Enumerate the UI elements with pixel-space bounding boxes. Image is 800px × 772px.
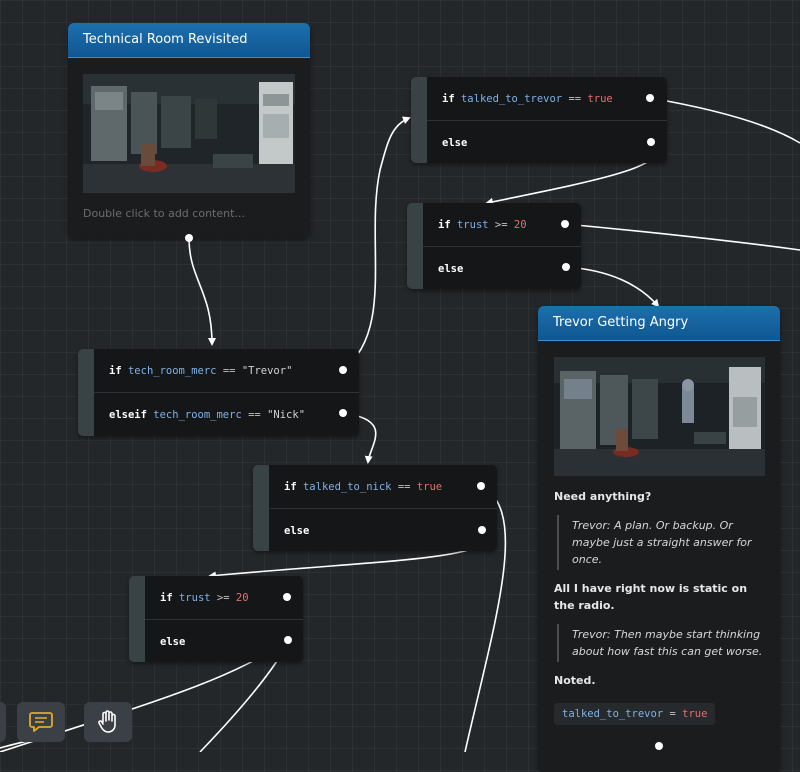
- operator: ==: [248, 408, 261, 421]
- condition-trust-top[interactable]: if trust >= 20 else: [407, 203, 581, 289]
- keyword-if: if: [160, 591, 173, 604]
- condition-trust-bottom[interactable]: if trust >= 20 else: [129, 576, 303, 662]
- variable-name: tech_room_merc: [153, 408, 242, 421]
- if-output-connector[interactable]: [561, 220, 569, 228]
- else-branch[interactable]: else: [423, 246, 581, 289]
- value: true: [682, 708, 708, 720]
- operator: >=: [494, 218, 508, 231]
- player-line: Noted.: [554, 674, 596, 687]
- if-output-connector[interactable]: [283, 593, 291, 601]
- variable-assignment: talked_to_trevor = true: [554, 703, 716, 725]
- player-line: Need anything?: [554, 490, 652, 503]
- comment-icon: [29, 712, 53, 732]
- node-technical-room-revisited[interactable]: Technical Room Revisited Double click to…: [68, 23, 310, 238]
- keyword-else: else: [438, 262, 464, 275]
- output-connector[interactable]: [185, 234, 193, 242]
- wire-trust-true-out: [564, 223, 800, 251]
- if-output-connector[interactable]: [339, 366, 347, 374]
- wire-trevorcheck-true-out: [649, 97, 800, 144]
- if-branch[interactable]: if talked_to_nick == true: [269, 465, 497, 508]
- variable-name: trust: [456, 218, 489, 231]
- operator: =: [669, 708, 676, 720]
- player-line: All I have right now is static on the ra…: [554, 582, 748, 612]
- else-branch[interactable]: else: [269, 508, 497, 551]
- operator: ==: [568, 92, 582, 105]
- condition-tech-room-merc[interactable]: if tech_room_merc == "Trevor" elseif tec…: [78, 349, 359, 436]
- node-title: Technical Room Revisited: [68, 23, 310, 58]
- operator: ==: [397, 480, 411, 493]
- else-output-connector[interactable]: [284, 636, 292, 644]
- operator: ==: [222, 364, 236, 377]
- scene-image: [554, 357, 765, 476]
- else-output-connector[interactable]: [647, 138, 655, 146]
- hand-icon: [98, 710, 116, 733]
- variable-name: talked_to_trevor: [460, 92, 563, 105]
- node-title: Trevor Getting Angry: [538, 306, 780, 341]
- operator: >=: [216, 591, 230, 604]
- variable-name: tech_room_merc: [127, 364, 217, 377]
- keyword-else: else: [160, 635, 186, 648]
- if-branch[interactable]: if trust >= 20: [423, 203, 581, 246]
- output-connector[interactable]: [655, 742, 663, 750]
- keyword-elseif: elseif: [109, 408, 147, 421]
- else-output-connector[interactable]: [478, 526, 486, 534]
- else-branch[interactable]: else: [145, 619, 303, 662]
- if-output-connector[interactable]: [477, 482, 485, 490]
- value: 20: [513, 218, 527, 231]
- variable-name: talked_to_trevor: [562, 708, 664, 720]
- if-output-connector[interactable]: [646, 94, 654, 102]
- elseif-branch[interactable]: elseif tech_room_merc == "Nick": [94, 392, 359, 436]
- node-trevor-getting-angry[interactable]: Trevor Getting Angry Need anything? Trev…: [538, 306, 780, 772]
- if-branch[interactable]: if talked_to_trevor == true: [427, 77, 667, 120]
- value: 20: [235, 591, 249, 604]
- wire-merc-trevor-to-trevorcheck: [342, 116, 411, 371]
- keyword-if: if: [109, 364, 122, 377]
- else-output-connector[interactable]: [562, 263, 570, 271]
- condition-talked-to-trevor[interactable]: if talked_to_trevor == true else: [411, 77, 667, 163]
- value: true: [587, 92, 613, 105]
- dialogue-content[interactable]: Need anything? Trevor: A plan. Or backup…: [538, 488, 780, 725]
- elseif-output-connector[interactable]: [339, 409, 347, 417]
- value: "Trevor": [241, 364, 293, 377]
- scene-image: [83, 74, 295, 193]
- wire-tech-to-merc: [188, 237, 216, 346]
- comment-button[interactable]: [17, 702, 65, 742]
- keyword-if: if: [284, 480, 297, 493]
- keyword-if: if: [442, 92, 455, 105]
- keyword-if: if: [438, 218, 451, 231]
- keyword-else: else: [442, 136, 468, 149]
- if-branch[interactable]: if trust >= 20: [145, 576, 303, 619]
- if-branch[interactable]: if tech_room_merc == "Trevor": [94, 349, 359, 392]
- add-content-placeholder[interactable]: Double click to add content...: [83, 207, 245, 220]
- condition-talked-to-nick[interactable]: if talked_to_nick == true else: [253, 465, 497, 551]
- keyword-else: else: [284, 524, 310, 537]
- variable-name: trust: [178, 591, 211, 604]
- value: "Nick": [267, 408, 306, 421]
- pan-tool-button[interactable]: [84, 702, 132, 742]
- variable-name: talked_to_nick: [302, 480, 392, 493]
- else-branch[interactable]: else: [427, 120, 667, 163]
- value: true: [416, 480, 443, 493]
- trevor-quote: Trevor: Then maybe start thinking about …: [557, 624, 764, 662]
- trevor-quote: Trevor: A plan. Or backup. Or maybe just…: [557, 515, 764, 570]
- toolbar-partial-button[interactable]: [0, 702, 6, 742]
